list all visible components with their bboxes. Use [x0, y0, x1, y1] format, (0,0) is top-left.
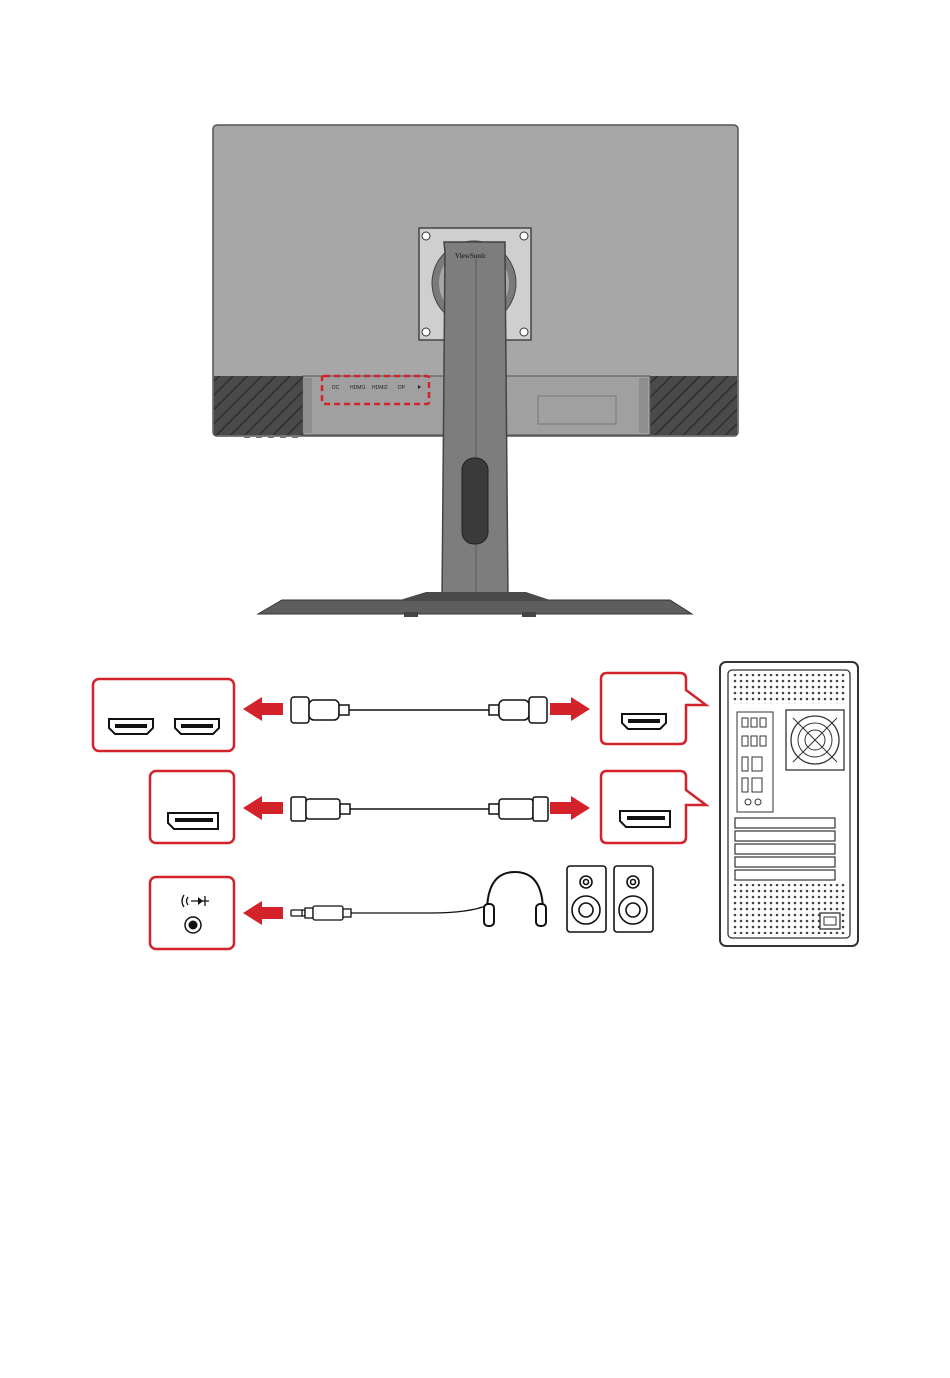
- psu-fan-icon: [786, 710, 844, 770]
- pc-hdmi-callout: [601, 673, 706, 744]
- arrow-right-icon: [550, 697, 590, 721]
- pc-displayport-callout: [601, 771, 706, 843]
- port-label-hdmi2: HDMI2: [372, 385, 388, 391]
- pc-expansion-slots: [735, 818, 835, 880]
- monitor-audio-out-box: [150, 877, 234, 949]
- arrow-left-icon: [243, 697, 283, 721]
- hdmi-connection-row: [93, 673, 706, 751]
- monitor-displayport-box: [150, 771, 234, 843]
- displayport-port-icon: [620, 811, 670, 827]
- displayport-connection-row: [150, 771, 706, 843]
- port-label-dp: DP: [398, 385, 406, 391]
- arrow-right-icon: [550, 796, 590, 820]
- pc-io-panel: [737, 712, 773, 812]
- cable-management-hole: [462, 458, 488, 544]
- monitor-hdmi-ports-box: [93, 679, 234, 751]
- pc-tower: [720, 662, 858, 946]
- monitor-left-grille: [214, 376, 303, 435]
- monitor-right-grille: [650, 376, 737, 435]
- hdmi-port-icon: [622, 714, 666, 729]
- power-inlet-icon: [820, 913, 840, 929]
- audio-connection-row: [150, 866, 653, 949]
- displayport-port-icon: [168, 813, 218, 829]
- port-label-dc: DC: [332, 385, 340, 391]
- arrow-left-icon: [243, 901, 283, 925]
- hdmi-port-icon: [175, 719, 219, 734]
- hdmi-port-icon: [109, 719, 153, 734]
- io-panel-right-vent: [639, 378, 648, 433]
- monitor-rear-view: DC HDMI1 HDMI2 DP ViewSonic: [213, 125, 738, 617]
- speakers-icon: [567, 866, 653, 932]
- io-panel-left-vent: [303, 378, 312, 433]
- audio-cable-icon: [291, 905, 488, 920]
- top-vent: [732, 674, 846, 704]
- arrow-left-icon: [243, 796, 283, 820]
- port-label-hdmi1: HDMI1: [350, 385, 366, 391]
- stand-logo: ViewSonic: [455, 252, 486, 260]
- headphones-icon: [484, 872, 546, 926]
- hdmi-cable-icon: [291, 697, 547, 723]
- displayport-cable-icon: [291, 797, 548, 821]
